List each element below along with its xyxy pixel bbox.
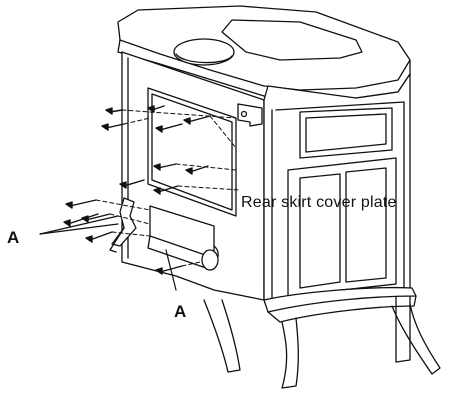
- callout-leaders: [39, 215, 177, 291]
- alignment-lines: [95, 109, 241, 267]
- stove-legs: [203, 299, 441, 389]
- part-a-label-left: A: [7, 228, 20, 247]
- part-a-label-bottom: A: [174, 302, 187, 321]
- rear-skirt-cover-plate: [147, 205, 219, 271]
- screw-group: [63, 105, 211, 275]
- stove-side-panel: [263, 73, 411, 363]
- rear-skirt-cover-plate-label: Rear skirt cover plate: [241, 194, 397, 211]
- heat-shield-bracket: [237, 103, 263, 127]
- rear-access-opening: [147, 87, 237, 217]
- stove-skirt: [263, 286, 417, 323]
